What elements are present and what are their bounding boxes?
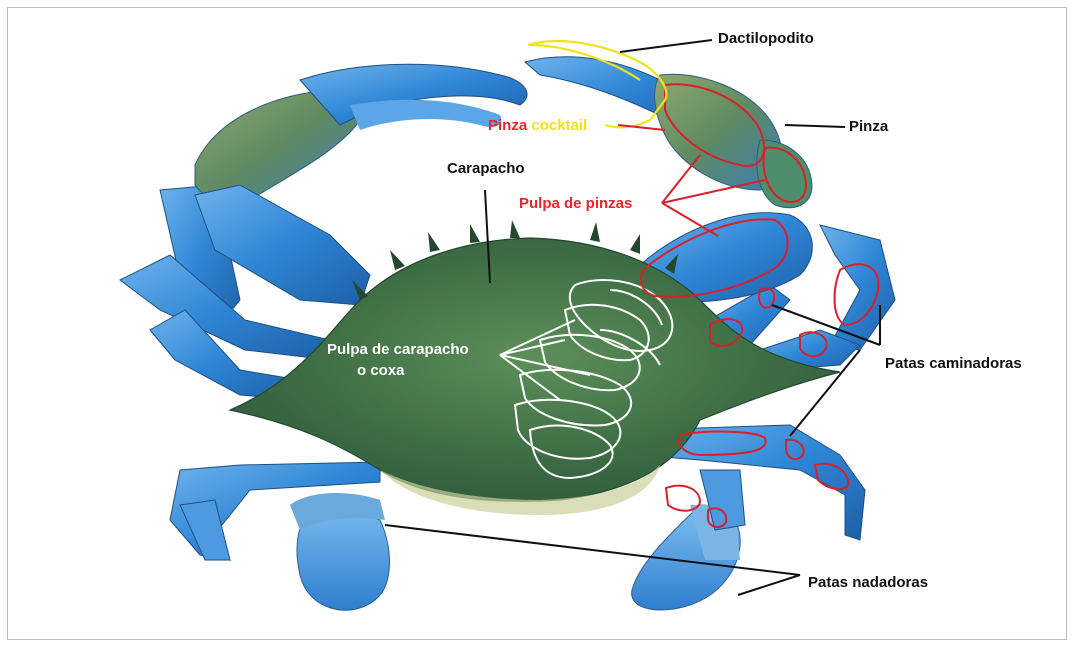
label-pinza: Pinza bbox=[849, 118, 888, 136]
label-pinza-cocktail-word2: cocktail bbox=[531, 117, 587, 134]
label-carapacho: Carapacho bbox=[447, 160, 525, 178]
label-patas-caminadoras: Patas caminadoras bbox=[885, 355, 1022, 373]
label-pinza-cocktail: Pinza cocktail bbox=[488, 117, 587, 135]
label-o-coxa: o coxa bbox=[357, 362, 405, 380]
label-patas-nadadoras: Patas nadadoras bbox=[808, 574, 928, 592]
label-pulpa-de-pinzas: Pulpa de pinzas bbox=[519, 195, 632, 213]
label-pulpa-de-carapacho: Pulpa de carapacho bbox=[327, 341, 469, 359]
label-pinza-cocktail-word1: Pinza bbox=[488, 117, 527, 134]
label-dactilopodito: Dactilopodito bbox=[718, 30, 814, 48]
